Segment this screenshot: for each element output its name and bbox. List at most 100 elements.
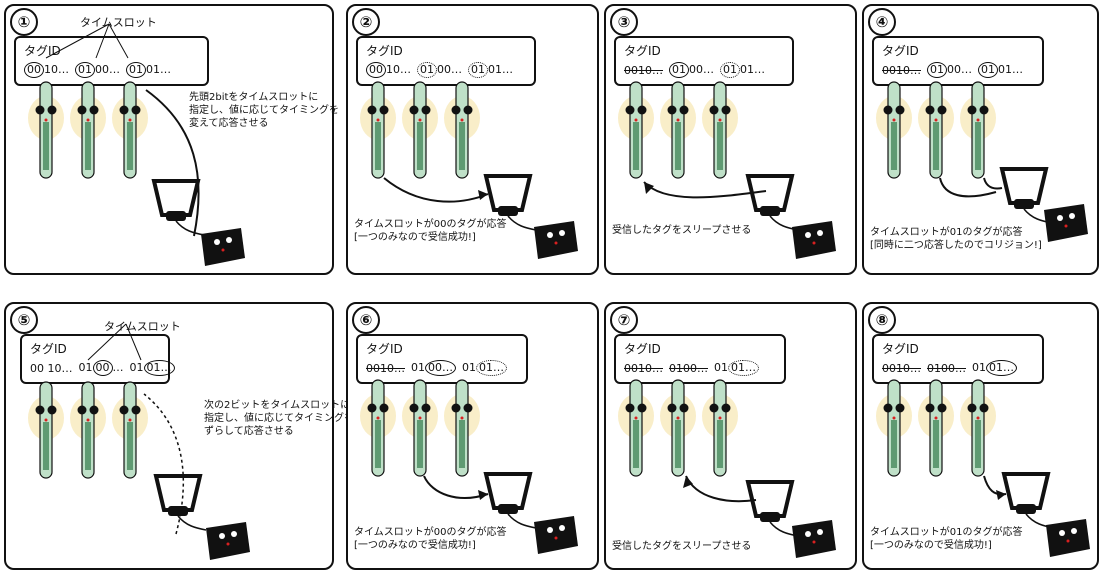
tag-eye-right <box>379 403 389 413</box>
tag-eye-left <box>967 105 977 115</box>
panel-illustration <box>876 81 1088 242</box>
tag-mouth <box>634 416 638 420</box>
tag-mouth <box>460 118 464 122</box>
reader-eye-right <box>231 531 237 537</box>
tag-1 <box>876 81 912 179</box>
tag-eye-right <box>47 105 57 115</box>
panel-caption: タイムスロットが01のタグが応答 [同時に二つ応答したのでコリジョン!] <box>870 227 1042 251</box>
tag-1 <box>28 381 64 479</box>
tag-eye-left <box>883 105 893 115</box>
tag-mouth <box>460 416 464 420</box>
tag-mouth <box>892 416 896 420</box>
reader-device <box>792 221 836 259</box>
tag-eye-right <box>379 105 389 115</box>
reader-mouth <box>226 542 230 546</box>
tag-eye-left <box>35 405 45 415</box>
panel-caption: 受信したタグをスリープさせる <box>612 541 752 552</box>
tag-eye-left <box>119 405 129 415</box>
tag-mouth <box>128 118 132 122</box>
antenna-frame <box>745 174 795 212</box>
antenna-cable <box>175 220 205 236</box>
reader-mouth <box>221 248 225 252</box>
panel-illustration <box>876 379 1090 557</box>
tag-mouth <box>718 118 722 122</box>
panel-number: ② <box>352 8 380 36</box>
reader-eye-left <box>805 531 811 537</box>
tag-mouth <box>86 418 90 422</box>
tag-eye-right <box>895 105 905 115</box>
tag-strip <box>43 422 49 470</box>
panel-number: ③ <box>610 8 638 36</box>
panel-number: ⑦ <box>610 306 638 334</box>
tag-mouth <box>892 118 896 122</box>
panel-caption: 先頭2bitをタイムスロットに 指定し、値に応じてタイミングを 変えて応答させる <box>189 92 339 129</box>
panel-illustration <box>360 379 578 554</box>
tag-mouth <box>718 416 722 420</box>
tag-eye-right <box>131 405 141 415</box>
response-arrow <box>145 89 200 237</box>
timeslot-pointer-lines <box>45 23 129 59</box>
reader-device <box>1046 519 1090 557</box>
tag-strip <box>633 420 639 468</box>
tag-1 <box>360 81 396 179</box>
tag-strip <box>933 122 939 170</box>
tag-eye-right <box>89 105 99 115</box>
panel-illustration <box>618 379 836 558</box>
reader-body <box>534 516 578 554</box>
tag-1 <box>28 81 64 179</box>
tag-strip <box>85 122 91 170</box>
tag-1 <box>876 379 912 477</box>
antenna-frame <box>153 474 203 512</box>
antenna-base <box>760 512 780 522</box>
reader-device <box>1044 204 1088 242</box>
tag-eye-left <box>35 105 45 115</box>
tag-strip <box>127 422 133 470</box>
tag-eye-right <box>421 105 431 115</box>
tag-3 <box>702 379 738 477</box>
collision-arrow-2 <box>983 177 1003 190</box>
antenna-frame <box>151 179 201 217</box>
reader-eye-left <box>547 232 553 238</box>
tag-id-2: 0100… <box>927 361 966 375</box>
tag-eye-left <box>367 105 377 115</box>
tag-strip <box>633 122 639 170</box>
reader-mouth <box>812 241 816 245</box>
tag-1 <box>360 379 396 477</box>
antenna-base <box>166 211 186 221</box>
reader-eye-right <box>559 525 565 531</box>
panel-illustration <box>618 81 836 259</box>
reader-device <box>201 228 245 266</box>
tag-mouth <box>44 118 48 122</box>
tag-2 <box>660 81 696 179</box>
reader-eye-left <box>805 232 811 238</box>
tag-id-title: タグID <box>624 342 661 356</box>
panel-caption: タイムスロットが00のタグが応答 [一つのみなので受信成功!] <box>354 527 507 551</box>
reader-eye-left <box>547 527 553 533</box>
antenna-base <box>498 206 518 216</box>
antenna-cable <box>177 515 207 531</box>
tag-strip <box>933 420 939 468</box>
tag-id-1: 00 10… <box>30 361 73 375</box>
tag-2 <box>402 379 438 477</box>
tag-3 <box>444 81 480 179</box>
reader-eye-left <box>214 239 220 245</box>
tag-strip <box>891 420 897 468</box>
tag-eye-left <box>625 403 635 413</box>
collision-arrow-1 <box>939 177 997 198</box>
